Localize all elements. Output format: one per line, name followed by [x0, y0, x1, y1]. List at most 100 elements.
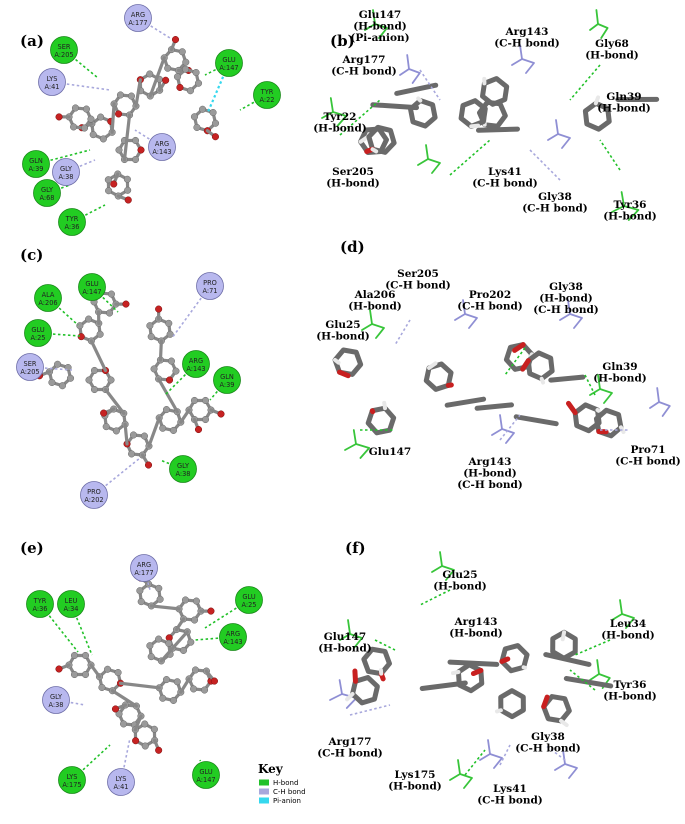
residue-label: GLY: [41, 186, 54, 194]
carbon-atom: [107, 376, 115, 384]
residue-disc: [182, 350, 210, 378]
pianion-line: [206, 62, 231, 113]
residue-label-line: Ala206: [354, 289, 396, 301]
carbon-atom: [70, 651, 79, 660]
residue-label-gly38: Gly38(C-H bond): [515, 731, 581, 755]
residue-label: A:41: [113, 783, 128, 791]
residue-disc: [215, 49, 243, 77]
residue-stick: [338, 679, 343, 695]
legend-label: C-H bond: [273, 788, 306, 796]
stick: [370, 147, 379, 154]
residue-label: A:206: [38, 299, 57, 307]
residue-stick: [619, 599, 623, 615]
residue-label: ARG: [131, 11, 145, 19]
carbon-atom: [190, 396, 199, 405]
residue-stick: [611, 205, 640, 221]
residue-label: PRO: [87, 488, 101, 496]
residue-stick: [649, 401, 671, 417]
residue-label-line: (H-bond): [539, 293, 593, 305]
residue-disc: [22, 150, 50, 178]
carbon-atom: [131, 136, 140, 145]
stick: [352, 668, 358, 684]
residue-label: GLU: [222, 56, 235, 64]
residue-label: A:143: [152, 148, 171, 156]
residue-label-line: Pro71: [630, 444, 665, 456]
residue-label-line: (H-bond): [318, 643, 372, 655]
carbon-atom: [173, 678, 181, 686]
oxygen-atom: [111, 705, 120, 713]
carbon-atom: [80, 124, 89, 132]
residue-label-line: (H-bond): [348, 301, 402, 313]
stick: [450, 669, 461, 676]
residue-disc: [78, 273, 106, 301]
residue-label: SER: [58, 43, 71, 51]
residue-label-arg143: Arg143(H-bond): [449, 616, 503, 640]
carbon-atom: [123, 175, 131, 183]
residue-label-gln39: Gln39(H-bond): [597, 91, 651, 115]
oxygen-atom: [124, 196, 132, 204]
residue-label-line: (C-H bond): [331, 66, 397, 78]
hbond-line: [574, 639, 611, 656]
residue-label: LYS: [46, 75, 57, 83]
carbon-atom: [71, 104, 80, 112]
residue-label: A:34: [63, 605, 78, 613]
residue-label-line: Glu25: [442, 569, 477, 581]
hbond-line: [204, 62, 230, 76]
carbon-atom: [200, 686, 209, 694]
residue-label-line: Arg177: [342, 54, 386, 66]
oxygen-atom: [194, 425, 203, 434]
residue-stick: [352, 429, 357, 445]
bond: [89, 339, 108, 373]
residue-label-line: Glu147: [324, 631, 367, 643]
carbon-atom: [104, 665, 112, 673]
carbon-atom: [165, 319, 173, 327]
legend-swatch: [259, 797, 269, 804]
stick: [593, 95, 601, 106]
carbon-atom: [192, 597, 200, 605]
carbon-atom: [201, 415, 210, 424]
carbon-atom: [155, 635, 163, 643]
carbon-atom: [85, 376, 93, 384]
carbon-atom: [172, 367, 180, 375]
carbon-atom: [90, 366, 99, 375]
carbon-atom: [193, 123, 201, 132]
residue-label: A:38: [48, 701, 63, 709]
oxygen-atom: [132, 737, 140, 745]
legend-swatch: [259, 779, 269, 786]
residue-label: A:22: [259, 96, 274, 104]
carbon-atom: [169, 426, 178, 434]
carbon-atom: [127, 92, 135, 100]
carbon-atom: [194, 79, 203, 87]
residue-label-gly38: Gly38(C-H bond): [522, 191, 588, 215]
carbon-atom: [211, 119, 220, 127]
residue-stick: [499, 414, 503, 430]
carbon-atom: [114, 668, 122, 677]
residue-label-line: (C-H bond): [533, 304, 599, 316]
residue-stick: [555, 119, 559, 135]
residue-label-leu34: Leu34(H-bond): [601, 618, 655, 642]
ligand-3d: [332, 342, 626, 439]
residue-label-line: Ser205: [397, 268, 439, 280]
residue-stick: [491, 428, 515, 444]
residue-label: A:71: [202, 287, 217, 295]
hbond-line: [71, 744, 111, 781]
residue-label-tyr22: Tyr22(H-bond): [313, 111, 367, 135]
residue-disc: [38, 68, 66, 96]
residue-label: A:39: [28, 165, 43, 173]
oxygen-atom: [176, 83, 184, 92]
stick: [525, 350, 555, 382]
residue-label: A:38: [58, 173, 73, 181]
panel-label: (d): [340, 238, 365, 256]
carbon-atom: [97, 113, 105, 121]
stick: [520, 358, 531, 372]
